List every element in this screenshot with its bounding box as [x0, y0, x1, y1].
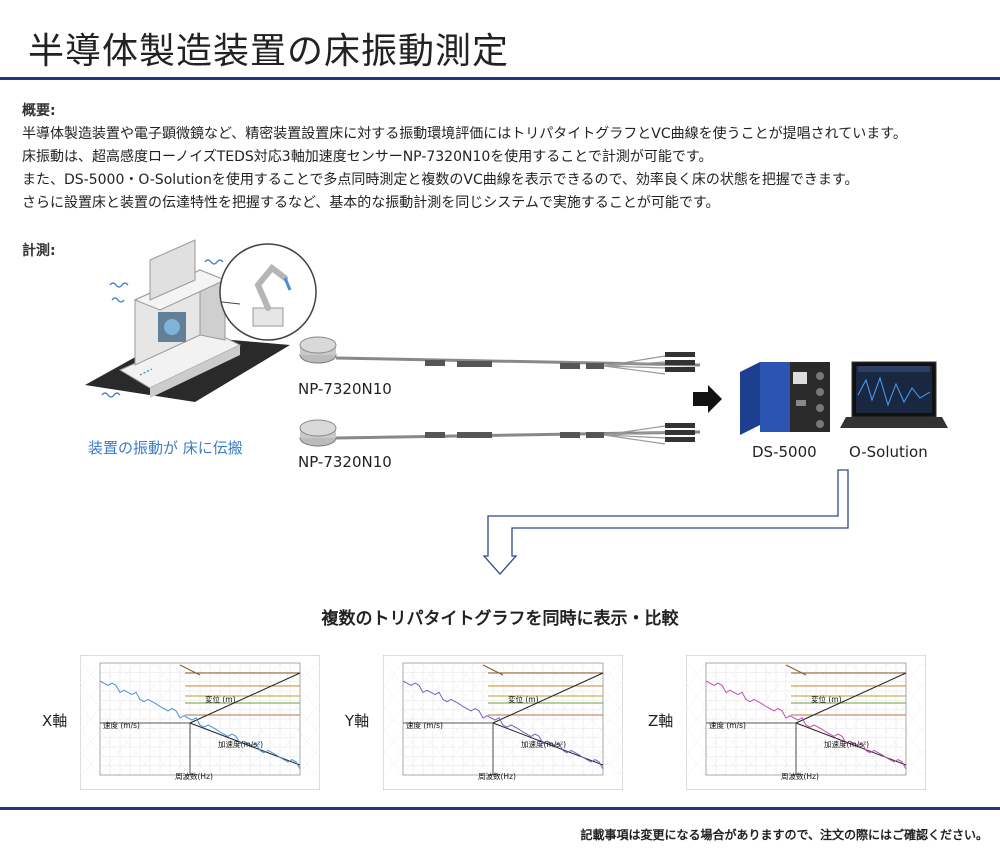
floor-slab-illustration	[85, 329, 290, 402]
equipment-illustration	[133, 239, 227, 366]
footnote: 記載事項は変更になる場合がありますので、注文の際にはご確認ください。	[580, 828, 988, 842]
ds5000-illustration	[740, 362, 830, 435]
vibration-caption: 装置の振動が 床に伝搬	[88, 439, 243, 457]
velocity-label: 速度 (m/s)	[406, 720, 443, 730]
sensor-1-label: NP-7320N10	[298, 380, 392, 398]
flow-arrow-icon	[693, 385, 722, 413]
vibration-marks	[101, 259, 224, 398]
sensor-2-illustration	[299, 419, 701, 447]
overview-heading: 概要:	[22, 103, 56, 119]
displacement-label: 変位 (m)	[508, 694, 539, 704]
down-arrow-icon	[482, 469, 849, 575]
chart-y-axis-tag: Y軸	[345, 712, 370, 730]
displacement-label: 変位 (m)	[205, 694, 236, 704]
measure-heading: 計測:	[22, 243, 56, 259]
measurement-diagram	[85, 239, 948, 575]
overview-line: 床振動は、超高感度ローノイズTEDS対応3軸加速度センサーNP-7320N10を…	[22, 149, 713, 165]
tripartite-chart-x: 変位 (m) 速度 (m/s) 加速度(m/s²) 周波数(Hz)	[0, 654, 443, 791]
ds5000-label: DS-5000	[752, 443, 817, 461]
tripartite-chart-y: 変位 (m) 速度 (m/s) 加速度(m/s²) 周波数(Hz)	[294, 654, 746, 791]
laptop-illustration	[840, 361, 948, 428]
robot-arm-callout	[219, 243, 317, 341]
acceleration-label: 加速度(m/s²)	[218, 739, 263, 749]
acceleration-label: 加速度(m/s²)	[824, 739, 869, 749]
title-rule	[0, 77, 1000, 80]
acceleration-label: 加速度(m/s²)	[521, 739, 566, 749]
velocity-label: 速度 (m/s)	[709, 720, 746, 730]
sensor-2-label: NP-7320N10	[298, 453, 392, 471]
sensor-1-illustration	[299, 336, 701, 375]
displacement-label: 変位 (m)	[811, 694, 842, 704]
frequency-label: 周波数(Hz)	[175, 771, 213, 781]
overview-line: また、DS-5000・O-Solutionを使用することで多点同時測定と複数のV…	[22, 172, 859, 188]
chart-x-axis-tag: X軸	[42, 712, 68, 730]
velocity-label: 速度 (m/s)	[103, 720, 140, 730]
page-title: 半導体製造装置の床振動測定	[28, 31, 510, 72]
overview-line: さらに設置床と装置の伝達特性を把握するなど、基本的な振動計測を同じシステムで実施…	[22, 195, 720, 211]
compare-title: 複数のトリパタイトグラフを同時に表示・比較	[321, 609, 679, 629]
frequency-label: 周波数(Hz)	[781, 771, 819, 781]
chart-z-axis-tag: Z軸	[648, 712, 674, 730]
bottom-rule	[0, 807, 1000, 810]
tripartite-chart-z: 変位 (m) 速度 (m/s) 加速度(m/s²) 周波数(Hz)	[597, 654, 1000, 791]
osolution-label: O-Solution	[849, 443, 928, 461]
overview-line: 半導体製造装置や電子顕微鏡など、精密装置設置床に対する振動環境評価にはトリパタイ…	[22, 126, 907, 142]
overview-paragraph: 半導体製造装置や電子顕微鏡など、精密装置設置床に対する振動環境評価にはトリパタイ…	[22, 123, 992, 215]
frequency-label: 周波数(Hz)	[478, 771, 516, 781]
